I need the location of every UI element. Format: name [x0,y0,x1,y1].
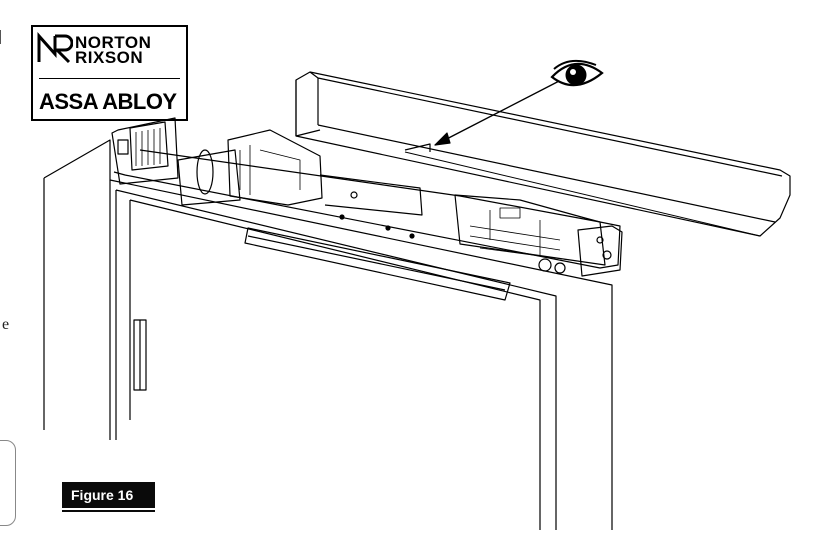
connector-block [499,207,521,219]
door-frame-inner [115,189,557,530]
left-end-cap-slot [117,139,129,155]
eye-icon [550,59,604,87]
norton-rixson-assa-abloy-logo: NORTON RIXSON ASSA ABLOY [31,25,188,121]
logo-parent-brand: ASSA ABLOY [39,89,177,114]
figure-caption-label: Figure 16 [71,487,134,503]
door-frame-left-edge [43,178,111,440]
right-end-cap [577,225,623,277]
figure-caption: Figure 16 [62,482,155,512]
cover-bottom-edge [404,151,761,237]
logo-brand-line2: RIXSON [75,48,144,67]
cut-text-fragment: e [2,316,10,333]
door-frame-outline [43,139,613,530]
logo-brand-text: NORTON RIXSON [75,33,152,67]
cropped-note-box [0,440,16,526]
inspection-arrow [434,77,566,146]
control-module [454,194,606,266]
logo-brand-line1: NORTON [75,33,152,52]
left-end-cap [111,117,179,185]
operator-backplate [139,149,601,223]
operator-cover [295,71,791,237]
motor [177,149,241,206]
operator-base [113,171,621,269]
arrow [434,132,451,146]
cut-text-fragment-top [0,30,4,44]
gearbox [227,129,323,206]
drive-arm-link [319,174,423,216]
nr-monogram-icon [37,32,73,64]
arm-track [244,227,511,301]
logo-divider [39,78,180,79]
